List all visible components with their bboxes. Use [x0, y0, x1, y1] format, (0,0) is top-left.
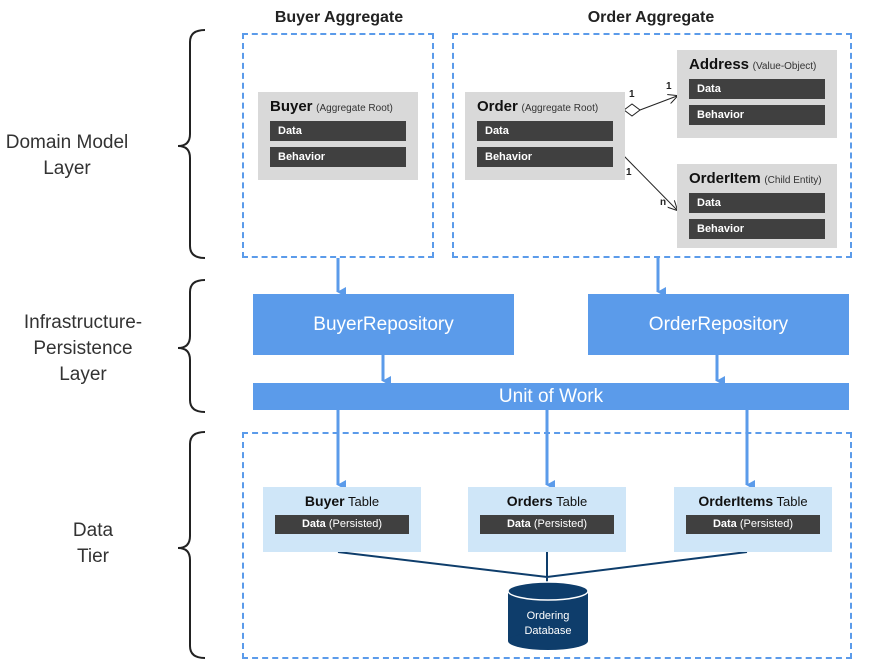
order-orderitem-association-line [623, 155, 677, 210]
entity-role: (Child Entity) [764, 175, 822, 186]
entity-data-bar: Data [270, 121, 406, 141]
address-entity: Address (Value-Object) Data Behavior [677, 50, 837, 138]
table-name: OrderItems [698, 493, 774, 509]
buyer-aggregate-title: Buyer Aggregate [274, 9, 404, 26]
entity-behavior-bar: Behavior [689, 219, 825, 239]
table-name: Buyer [304, 493, 345, 509]
entity-behavior-bar: Behavior [477, 147, 613, 167]
infra-layer-brace [177, 279, 206, 413]
domain-layer-brace [177, 29, 206, 259]
multiplicity-order-address-to: 1 [666, 81, 672, 92]
data-layer-label: Data Tier [72, 520, 114, 567]
orderitems-table: OrderItems Table Data (Persisted) [674, 487, 832, 552]
entity-name: Order [477, 98, 518, 115]
entity-name: Buyer [270, 98, 313, 115]
entity-data-bar: Data [689, 193, 825, 213]
entity-role: (Aggregate Root) [521, 103, 599, 114]
entity-role: (Aggregate Root) [316, 103, 393, 114]
multiplicity-order-item-from: 1 [626, 167, 632, 178]
order-aggregate-title: Order Aggregate [587, 9, 715, 26]
unit-of-work: Unit of Work [253, 383, 849, 410]
table-suffix: Table [556, 494, 588, 509]
ordering-database-icon [507, 581, 589, 650]
order-entity: Order (Aggregate Root) Data Behavior [465, 92, 625, 180]
table-name: Orders [506, 493, 553, 509]
table-suffix: Table [348, 494, 380, 509]
entity-name: OrderItem [689, 170, 761, 187]
order-aggregate-boundary [452, 33, 852, 258]
table-data-bar: Data (Persisted) [275, 515, 409, 534]
data-layer-brace [177, 431, 206, 659]
entity-role: (Value-Object) [752, 61, 817, 72]
multiplicity-order-address-from: 1 [629, 89, 635, 100]
entity-data-bar: Data [477, 121, 613, 141]
table-data-bar: Data (Persisted) [480, 515, 614, 534]
entity-behavior-bar: Behavior [270, 147, 406, 167]
table-suffix: Table [776, 494, 808, 509]
orders-table: Orders Table Data (Persisted) [468, 487, 626, 552]
table-data-bar: Data (Persisted) [686, 515, 820, 534]
order-address-association-line [639, 96, 677, 111]
buyer-aggregate-boundary [242, 33, 434, 258]
buyer-repository: BuyerRepository [253, 294, 514, 355]
ordering-database-label: Ordering Database [524, 610, 572, 637]
buyer-table: Buyer Table Data (Persisted) [263, 487, 421, 552]
data-tier-boundary [242, 432, 852, 659]
buyer-entity: Buyer (Aggregate Root) Data Behavior [258, 92, 418, 180]
infra-layer-label: Infrastructure- Persistence Layer [23, 312, 143, 385]
entity-data-bar: Data [689, 79, 825, 99]
orderitem-entity: OrderItem (Child Entity) Data Behavior [677, 164, 837, 248]
entity-behavior-bar: Behavior [689, 105, 825, 125]
order-repository: OrderRepository [588, 294, 849, 355]
multiplicity-order-item-to: n [660, 197, 667, 208]
entity-name: Address [689, 56, 750, 73]
domain-layer-label: Domain Model Layer [5, 132, 129, 179]
tables-to-database-lines [337, 551, 748, 583]
